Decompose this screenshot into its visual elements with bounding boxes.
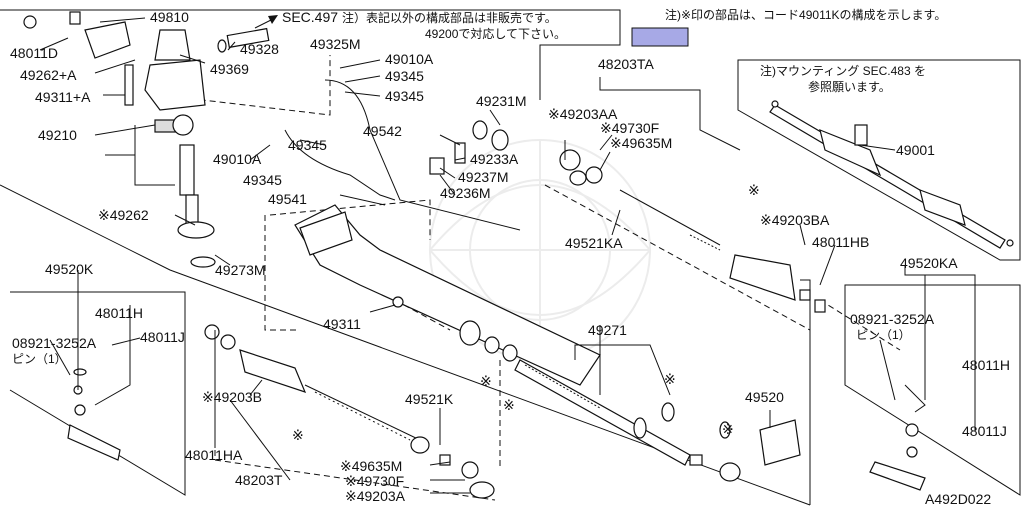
label-49311A: 49311+A [35,89,91,105]
pipe-49542-upper [324,79,521,231]
label-49231M: 49231M [476,93,527,109]
rack-bar [514,359,703,466]
guide-dash-1 [159,55,331,116]
tie-rod-end-right [869,384,926,491]
label-49520KA: 49520KA [900,255,958,271]
mounting-note-line2: 参照願います。 [808,80,891,94]
rack-housing [294,120,601,386]
label-49542: 49542 [363,123,402,139]
label-49001: 49001 [896,142,935,158]
mark-asterisk-6: ※ [748,182,760,198]
label-48011HB: 48011HB [812,234,870,250]
label-49236M: 49236M [440,185,491,201]
mark-asterisk-2: ※ [480,373,492,389]
frame-top-right-assembly [737,59,1021,261]
left-boot-tie-rod [204,324,495,499]
mark-note: 注)※印の部品は、コード49011Kの構成を示します。 [665,8,947,22]
right-boot-tie-rod [559,149,826,313]
label-49311: 49311 [323,316,361,332]
label-49369: 49369 [210,61,249,77]
label-49328: 49328 [240,41,279,57]
frame-lower-right [844,284,1021,496]
label-pin-left: ピン（1） [12,352,67,366]
guide-dash-2 [264,215,300,331]
guide-dash-4 [544,184,811,440]
sec497-reference: SEC.497 [282,9,339,25]
label-49233A: 49233A [470,151,519,167]
label-49203A: ※49203A [345,488,405,504]
frame-right-rack-box [539,10,621,100]
label-49520: 49520 [745,389,784,405]
label-49010A-top: 49010A [385,51,434,67]
label-49010A-mid: 49010A [213,151,262,167]
label-48011H-right: 48011H [962,357,1011,373]
frame-main-diagonal [0,184,811,506]
mark-asterisk-5: ※ [722,421,734,437]
pipe-49541-lower [284,129,396,201]
sec497-note-line2: 49200で対応して下さい。 [425,27,567,41]
label-08921-left: 08921-3252A [12,335,97,351]
label-48011J-right: 48011J [962,423,1007,439]
label-49262A: 49262+A [20,67,77,83]
label-49237M: 49237M [458,169,509,185]
mark-asterisk-1: ※ [292,427,304,443]
label-48011HA: 48011HA [185,447,243,463]
label-49345-c: 49345 [288,137,327,153]
mark-asterisk-4: ※ [664,371,676,387]
label-49730F-left: ※49730F [345,473,405,489]
label-49345-b: 49345 [385,88,424,104]
label-49325M: 49325M [310,36,361,52]
label-48011H-left: 48011H [95,305,144,321]
label-49271: 49271 [588,322,627,338]
mounting-bushing-49520 [719,419,801,482]
frame-center-lower [800,279,811,505]
label-49203BA: ※49203BA [760,212,830,228]
pinion-valve-assembly [23,11,270,268]
diagram-code: A492D022 [925,491,992,507]
label-49635M-right: ※49635M [610,135,673,151]
guide-dash-3 [269,199,431,240]
leader-lines [39,17,976,494]
label-49345-a: 49345 [385,68,424,84]
label-49273M: 49273M [215,262,266,278]
mark-asterisk-3: ※ [503,397,515,413]
mounting-note-line1: 注)マウンティング SEC.483 を [760,64,926,78]
label-08921-right: 08921-3252A [850,311,935,327]
label-49520K: 49520K [45,261,94,277]
label-49635M-left: ※49635M [340,458,403,474]
label-49810: 49810 [150,9,189,25]
label-49521K: 49521K [405,391,454,407]
label-49210: 49210 [38,127,77,143]
highlight-marker-swatch [631,27,689,47]
label-49203AA: ※49203AA [548,106,618,122]
label-48203TA: 48203TA [598,56,654,72]
label-49521KA: 49521KA [565,235,623,251]
washer-left-1 [73,368,87,376]
rack-assembly-49001 [769,100,1014,249]
label-49541: 49541 [268,191,307,207]
tie-rod-end-left [67,385,121,461]
guide-dash-7 [819,299,901,351]
label-48011J-left: 48011J [140,329,185,345]
label-48011D: 48011D [10,45,59,61]
label-49730F-right: ※49730F [600,120,660,136]
frame-lower-left [9,291,186,496]
label-pin-right: ピン（1） [856,328,911,342]
label-49262: ※49262 [98,207,149,223]
label-49345-d: 49345 [243,172,282,188]
sec497-note-line1: 注）表記以外の構成部品は非販売です。 [342,11,557,25]
label-49203B: ※49203B [202,389,262,405]
sec497-arrow-head [268,15,278,24]
label-48203T: 48203T [235,472,283,488]
